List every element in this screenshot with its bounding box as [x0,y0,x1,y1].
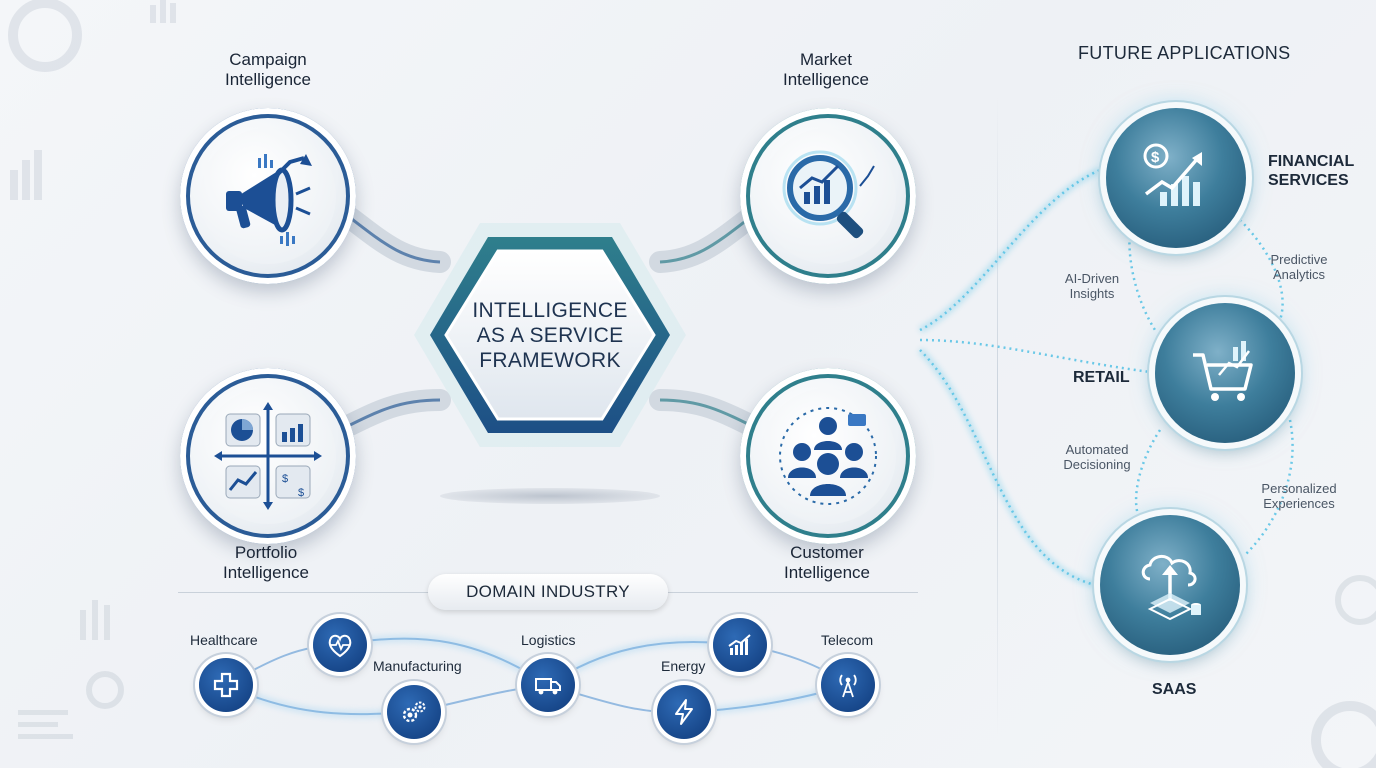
logistics-node[interactable] [521,658,575,712]
customer-label: Customer Intelligence [727,543,927,583]
antenna-icon [839,674,857,698]
svg-text:$: $ [298,487,304,499]
center-title-line: AS A SERVICE [476,324,624,347]
svg-text:$: $ [1151,149,1160,166]
financial-label-line: SERVICES [1268,172,1349,189]
retail-label: RETAIL [1073,369,1130,386]
lightning-icon [675,699,693,725]
healthcare-label: Healthcare [190,632,258,648]
domain-industry-title: DOMAIN INDUSTRY [428,574,668,610]
market-intelligence-node[interactable] [740,108,916,284]
magnifier-chart-icon [782,150,875,239]
logistics-label: Logistics [521,632,576,648]
finance-growth-icon: $ [1143,143,1202,206]
market-label-line: Market [800,50,852,69]
future-applications-title: FUTURE APPLICATIONS [1078,43,1291,63]
background-decoration [8,0,176,200]
financial-label-line: FINANCIAL [1268,153,1355,170]
personalized-experiences-label: Personalized Experiences [1250,481,1348,511]
connector-label-line: Automated [1065,442,1129,457]
heart-pulse-icon [328,634,352,658]
growth-chart-icon [728,634,751,655]
center-title: INTELLIGENCE AS A SERVICE FRAMEWORK [440,298,660,373]
connector-label-line: Personalized [1261,481,1337,496]
campaign-label: Campaign Intelligence [168,50,368,90]
center-title-line: FRAMEWORK [479,349,621,372]
portfolio-label-line: Portfolio [234,543,298,562]
portfolio-label: Portfolio Intelligence [166,543,366,583]
automated-decisioning-label: Automated Decisioning [1052,442,1142,472]
svg-text:$: $ [282,473,288,485]
customer-label-line: Customer [790,543,864,562]
market-label-line: Intelligence [782,70,869,89]
background-decoration [1311,575,1376,768]
ai-driven-insights-label: AI-Driven Insights [1050,271,1134,301]
connector-label-line: Decisioning [1063,457,1131,472]
customers-group-icon [779,407,877,505]
customer-intelligence-node[interactable] [740,368,916,544]
energy-label: Energy [661,658,706,674]
campaign-label-line: Intelligence [224,70,311,89]
background-decoration [18,600,124,739]
growth-chart-node[interactable] [713,618,767,672]
portfolio-intelligence-node[interactable]: $ $ [180,368,356,544]
connector-label-line: Insights [1069,286,1115,301]
gears-icon [402,701,426,723]
truck-icon [535,678,561,695]
connector-label-line: Analytics [1272,267,1326,282]
shopping-cart-icon [1193,341,1253,401]
megaphone-icon [226,154,312,246]
customer-label-line: Intelligence [783,563,870,582]
manufacturing-node[interactable] [387,685,441,739]
manufacturing-label: Manufacturing [373,658,462,674]
medical-cross-icon [213,672,239,698]
portfolio-label-line: Intelligence [222,563,309,582]
center-title-line: INTELLIGENCE [472,299,628,322]
saas-label: SAAS [1152,681,1197,698]
hexagon-shadow [440,488,660,504]
connector-label-line: AI-Driven [1064,271,1120,286]
market-label: Market Intelligence [726,50,926,90]
central-hexagon [414,223,686,447]
predictive-analytics-label: Predictive Analytics [1254,252,1344,282]
section-divider [997,95,998,735]
telecom-label: Telecom [821,632,874,648]
energy-node[interactable] [657,685,711,739]
portfolio-quadrant-icon: $ $ [214,402,322,510]
retail-node[interactable] [1155,303,1295,443]
telecom-node[interactable] [821,658,875,712]
financial-services-label: FINANCIAL SERVICES [1268,152,1354,190]
cloud-upload-icon [1141,555,1201,621]
campaign-intelligence-node[interactable] [180,108,356,284]
connector-label-line: Predictive [1270,252,1328,267]
healthcare-node[interactable] [199,658,253,712]
heart-pulse-node[interactable] [313,618,367,672]
financial-services-node[interactable]: $ [1106,108,1246,248]
campaign-label-line: Campaign [229,50,307,69]
connector-label-line: Experiences [1263,496,1335,511]
saas-node[interactable] [1100,515,1240,655]
